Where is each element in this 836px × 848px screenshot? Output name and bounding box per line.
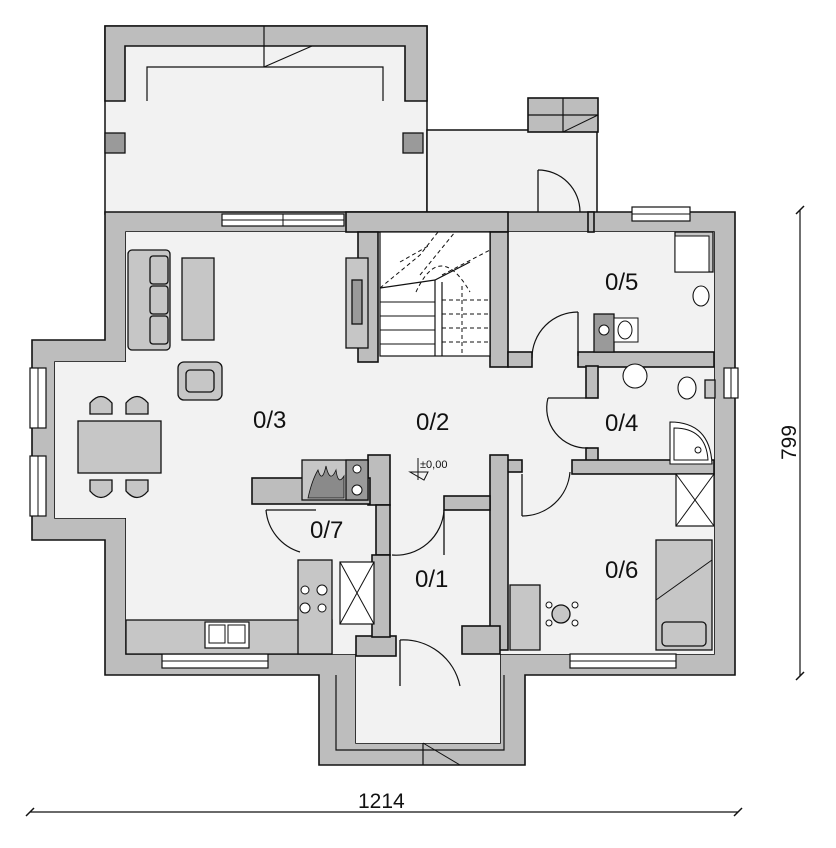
vestibule-frame [335,675,505,766]
terrace [104,25,598,215]
level-label: ±0,00 [420,459,447,471]
windows [29,206,739,669]
width-dimension-label: 1214 [358,790,405,813]
wc-fixtures [622,363,716,465]
level-marker: ±0,00 [408,458,447,481]
room-label-0-3: 0/3 [253,407,286,434]
dimension-height: 799 [778,205,805,681]
room-label-0-7: 0/7 [310,517,343,544]
staircase [379,231,491,357]
bathroom-fixtures [593,231,714,353]
dining-set [77,395,162,499]
chimney [527,97,599,133]
room-label-0-1: 0/1 [415,566,448,593]
living-furniture [127,249,223,401]
doors [265,169,589,687]
room-label-0-5: 0/5 [605,269,638,296]
fireplace [301,459,369,501]
bedroom-furniture [509,473,715,651]
height-dimension-label: 799 [778,425,801,460]
room-label-0-2: 0/2 [416,409,449,436]
kitchen [125,559,375,655]
room-label-0-4: 0/4 [605,410,638,437]
room-label-0-6: 0/6 [605,557,638,584]
fireplace-unit [345,257,369,349]
dimension-width: 1214 [25,790,743,817]
